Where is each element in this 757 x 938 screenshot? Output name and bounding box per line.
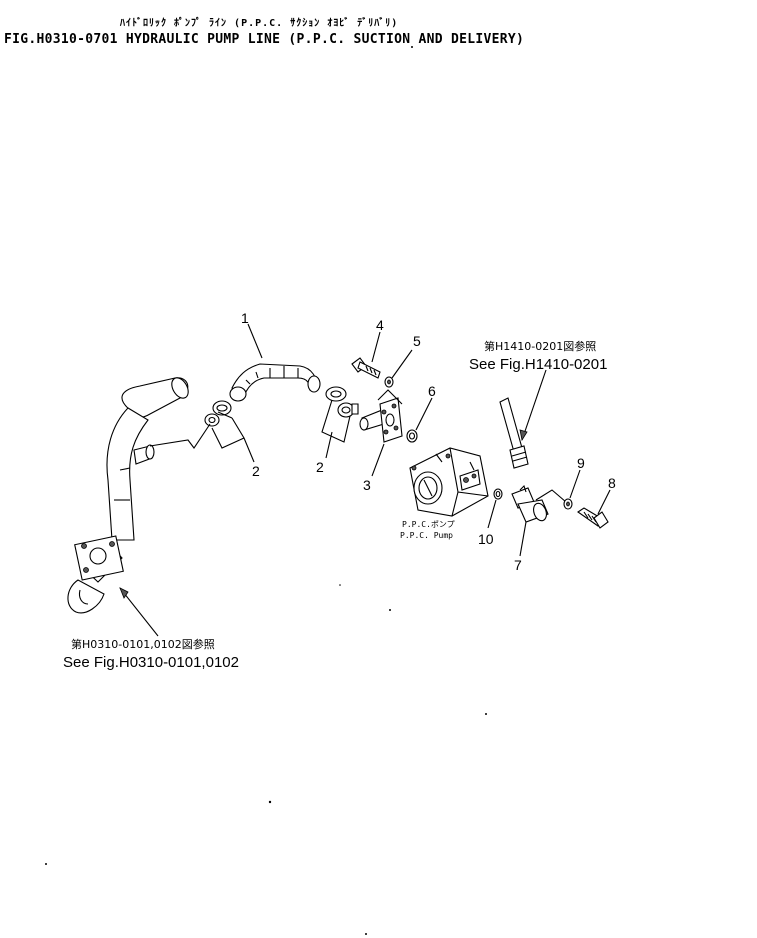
reference-bottom-left: See Fig.H0310-0101,0102 bbox=[63, 654, 239, 671]
callout-1: 1 bbox=[241, 310, 249, 326]
part-2-clamp-left bbox=[204, 400, 232, 427]
callout-6-leader bbox=[415, 397, 433, 431]
callout-3-leader bbox=[371, 443, 385, 477]
callout-5-leader bbox=[391, 349, 413, 379]
figure-title: FIG.H0310-0701 HYDRAULIC PUMP LINE (P.P.… bbox=[4, 32, 525, 47]
scan-specks bbox=[45, 46, 487, 935]
reference-leader-line bbox=[119, 587, 159, 637]
pump-caption: P.P.C. Pump bbox=[400, 531, 453, 540]
callout-9: 9 bbox=[577, 455, 585, 471]
reference-arrowhead bbox=[519, 429, 528, 442]
part-10-o-ring bbox=[493, 488, 503, 500]
ppc-pump bbox=[409, 447, 489, 517]
callout-2-right: 2 bbox=[316, 459, 324, 475]
suction-pipe bbox=[67, 377, 189, 614]
part-7-elbow bbox=[511, 484, 549, 523]
callout-3: 3 bbox=[363, 477, 371, 493]
part-2-clamp-right bbox=[325, 386, 359, 418]
reference-bottom-left-japanese: 第H0310-0101,0102図参照 bbox=[71, 637, 215, 651]
callout-8-leader bbox=[597, 489, 611, 515]
callout-10-leader bbox=[487, 499, 497, 529]
callout-9-leader bbox=[569, 469, 581, 499]
callout-8: 8 bbox=[608, 475, 616, 491]
callout-6: 6 bbox=[428, 383, 436, 399]
reference-leader-line bbox=[521, 369, 547, 441]
part-3-flange bbox=[359, 397, 403, 443]
figure-title-japanese: ﾊｲﾄﾞﾛﾘｯｸ ﾎﾟﾝﾌﾟ ﾗｲﾝ (P.P.C. ｻｸｼｮﾝ ｵﾖﾋﾞ ﾃﾞ… bbox=[120, 18, 399, 29]
part-6-o-ring bbox=[406, 429, 418, 443]
callout-4: 4 bbox=[376, 317, 384, 333]
callout-2-left: 2 bbox=[252, 463, 260, 479]
part-9-washer bbox=[563, 498, 573, 510]
reference-arrowhead bbox=[119, 587, 129, 599]
callout-10: 10 bbox=[478, 531, 494, 547]
delivery-hose bbox=[499, 397, 529, 469]
callout-5: 5 bbox=[413, 333, 421, 349]
part-1-hose bbox=[229, 363, 321, 402]
part-5-washer bbox=[384, 376, 394, 388]
pump-caption-japanese: P.P.C.ポンプ bbox=[402, 520, 455, 529]
callout-2-leader-right bbox=[321, 399, 351, 459]
callout-1-leader bbox=[247, 323, 263, 359]
callout-4-leader bbox=[371, 331, 381, 363]
callout-7: 7 bbox=[514, 557, 522, 573]
callout-7-leader bbox=[519, 521, 527, 557]
part-8-bolt bbox=[577, 507, 609, 529]
callout-2-leader-left bbox=[211, 411, 255, 463]
reference-top-right-japanese: 第H1410-0201図参照 bbox=[484, 339, 596, 353]
part-4-bolt bbox=[351, 357, 381, 379]
reference-top-right: See Fig.H1410-0201 bbox=[469, 356, 607, 373]
